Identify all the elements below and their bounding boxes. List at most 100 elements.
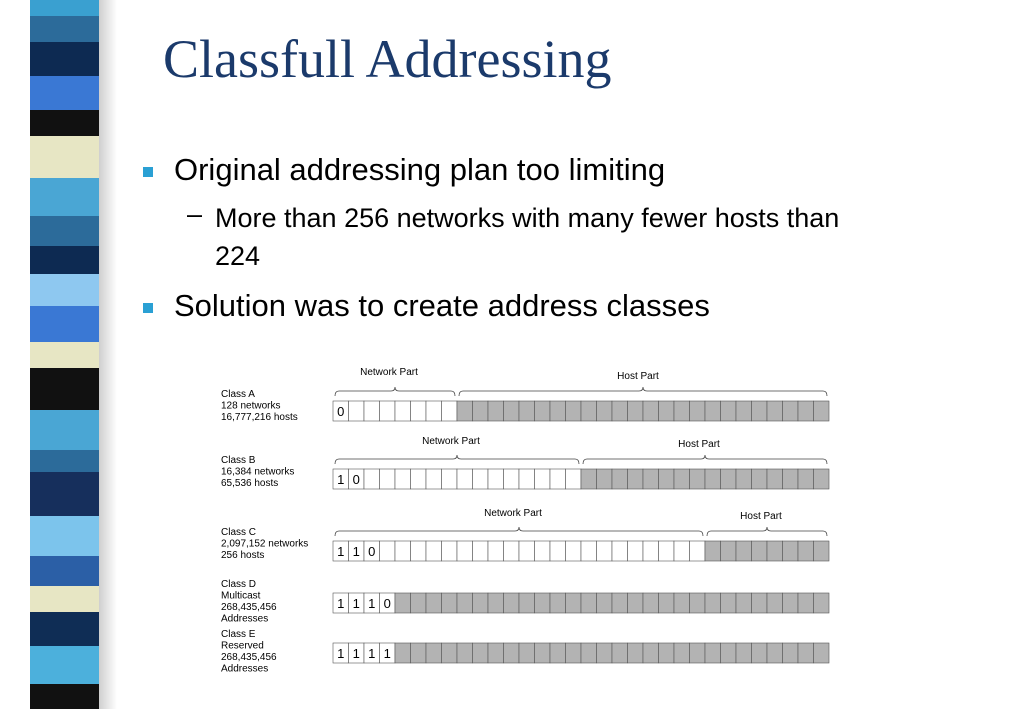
class-d-host-bit bbox=[689, 592, 706, 614]
class-a-host-bit bbox=[580, 400, 597, 422]
class-e-label-line: Reserved bbox=[221, 641, 264, 652]
stripe-band bbox=[30, 472, 106, 516]
class-b-network-bit bbox=[363, 468, 380, 490]
class-a-host-bit bbox=[472, 400, 489, 422]
class-a-host-brace bbox=[458, 386, 828, 397]
class-e-host-bit bbox=[813, 642, 830, 664]
class-e-host-bit bbox=[689, 642, 706, 664]
class-e-label-line: Class E bbox=[221, 629, 256, 640]
class-e-host-bit bbox=[456, 642, 473, 664]
class-d-host-bit bbox=[766, 592, 783, 614]
class-a-network-bit bbox=[394, 400, 411, 422]
class-b-host-bit bbox=[580, 468, 597, 490]
bullet-original-plan: Original addressing plan too limiting bbox=[174, 152, 666, 187]
class-d-host-bit bbox=[797, 592, 814, 614]
bullet-solution: Solution was to create address classes bbox=[174, 288, 710, 323]
class-e-host-bit bbox=[797, 642, 814, 664]
class-d-host-bit bbox=[704, 592, 721, 614]
class-c-network-bit bbox=[456, 540, 473, 562]
class-c-host-bit bbox=[704, 540, 721, 562]
class-a-network-bit bbox=[379, 400, 396, 422]
class-a-network-bit bbox=[363, 400, 380, 422]
class-a-host-bit bbox=[751, 400, 768, 422]
class-a-host-bit bbox=[658, 400, 675, 422]
class-c-label-line: 2,097,152 networks bbox=[221, 539, 308, 550]
stripe-shadow bbox=[99, 0, 117, 709]
class-c-host-bit bbox=[782, 540, 799, 562]
class-d-host-bit bbox=[673, 592, 690, 614]
class-d-prefix-bit: 1 bbox=[353, 596, 360, 611]
class-c-label-line: Class C bbox=[221, 527, 256, 538]
class-c-prefix-bit: 1 bbox=[353, 544, 360, 559]
class-c-network-bit bbox=[580, 540, 597, 562]
class-d-label-line: Multicast bbox=[221, 591, 261, 602]
class-a-label-line: 16,777,216 hosts bbox=[221, 412, 298, 423]
class-c-prefix-bit: 1 bbox=[337, 544, 344, 559]
class-c-network-bit bbox=[441, 540, 458, 562]
class-d-host-bit bbox=[456, 592, 473, 614]
class-d-prefix-bit: 1 bbox=[368, 596, 375, 611]
stripe-band bbox=[30, 684, 106, 709]
class-c-host-bit bbox=[751, 540, 768, 562]
sub-bullet-line-1: More than 256 networks with many fewer h… bbox=[215, 203, 840, 233]
class-b-host-bit bbox=[735, 468, 752, 490]
class-d-host-bit bbox=[534, 592, 551, 614]
class-e-host-bit bbox=[611, 642, 628, 664]
class-c-network-bit bbox=[673, 540, 690, 562]
class-b-host-bit bbox=[766, 468, 783, 490]
stripe-band bbox=[30, 450, 106, 472]
class-e-host-bit bbox=[766, 642, 783, 664]
stripe-band bbox=[30, 516, 106, 556]
class-a-host-bit bbox=[503, 400, 520, 422]
sub-bullet-dash: – bbox=[187, 199, 203, 229]
stripe-band bbox=[30, 136, 106, 178]
sub-bullet-line-2: 224 bbox=[215, 241, 261, 271]
class-d-host-bit bbox=[441, 592, 458, 614]
class-a-host-bit bbox=[782, 400, 799, 422]
class-a-host-bit bbox=[797, 400, 814, 422]
class-a-network-bit bbox=[348, 400, 365, 422]
class-c-host-bit bbox=[735, 540, 752, 562]
stripe-band bbox=[30, 216, 106, 246]
class-e-label-line: Addresses bbox=[221, 664, 268, 675]
class-a-host-part-label: Host Part bbox=[617, 371, 659, 382]
class-d-host-bit bbox=[549, 592, 566, 614]
class-c-prefix-bit: 0 bbox=[368, 544, 375, 559]
class-e-host-bit bbox=[658, 642, 675, 664]
class-c-network-bit bbox=[425, 540, 442, 562]
class-d-host-bit bbox=[611, 592, 628, 614]
class-d-host-bit bbox=[503, 592, 520, 614]
class-b-network-bit bbox=[425, 468, 442, 490]
class-c-host-bit bbox=[797, 540, 814, 562]
class-e-host-bit bbox=[472, 642, 489, 664]
class-e-host-bit bbox=[549, 642, 566, 664]
stripe-band bbox=[30, 76, 106, 110]
class-d-host-bit bbox=[813, 592, 830, 614]
class-c-network-bit bbox=[379, 540, 396, 562]
class-e-host-bit bbox=[720, 642, 737, 664]
class-b-host-bit bbox=[782, 468, 799, 490]
class-b-host-brace bbox=[582, 454, 828, 465]
class-b-host-bit bbox=[627, 468, 644, 490]
slide-title: Classfull Addressing bbox=[163, 29, 612, 89]
class-c-label-line: 256 hosts bbox=[221, 550, 264, 561]
class-c-network-bit bbox=[658, 540, 675, 562]
class-b-network-part-label: Network Part bbox=[422, 436, 480, 447]
class-c-network-bit bbox=[410, 540, 427, 562]
class-d-host-bit bbox=[425, 592, 442, 614]
class-a-network-part-label: Network Part bbox=[360, 367, 418, 378]
class-a-host-bit bbox=[766, 400, 783, 422]
class-b-host-bit bbox=[658, 468, 675, 490]
class-c-network-bit bbox=[611, 540, 628, 562]
class-d-prefix-bit: 0 bbox=[384, 596, 391, 611]
class-d-host-bit bbox=[627, 592, 644, 614]
class-c-network-bit bbox=[642, 540, 659, 562]
class-b-network-bit bbox=[441, 468, 458, 490]
class-b-network-bit bbox=[549, 468, 566, 490]
class-b-prefix-bit: 1 bbox=[337, 472, 344, 487]
class-e-host-bit bbox=[704, 642, 721, 664]
class-e-host-bit bbox=[596, 642, 613, 664]
